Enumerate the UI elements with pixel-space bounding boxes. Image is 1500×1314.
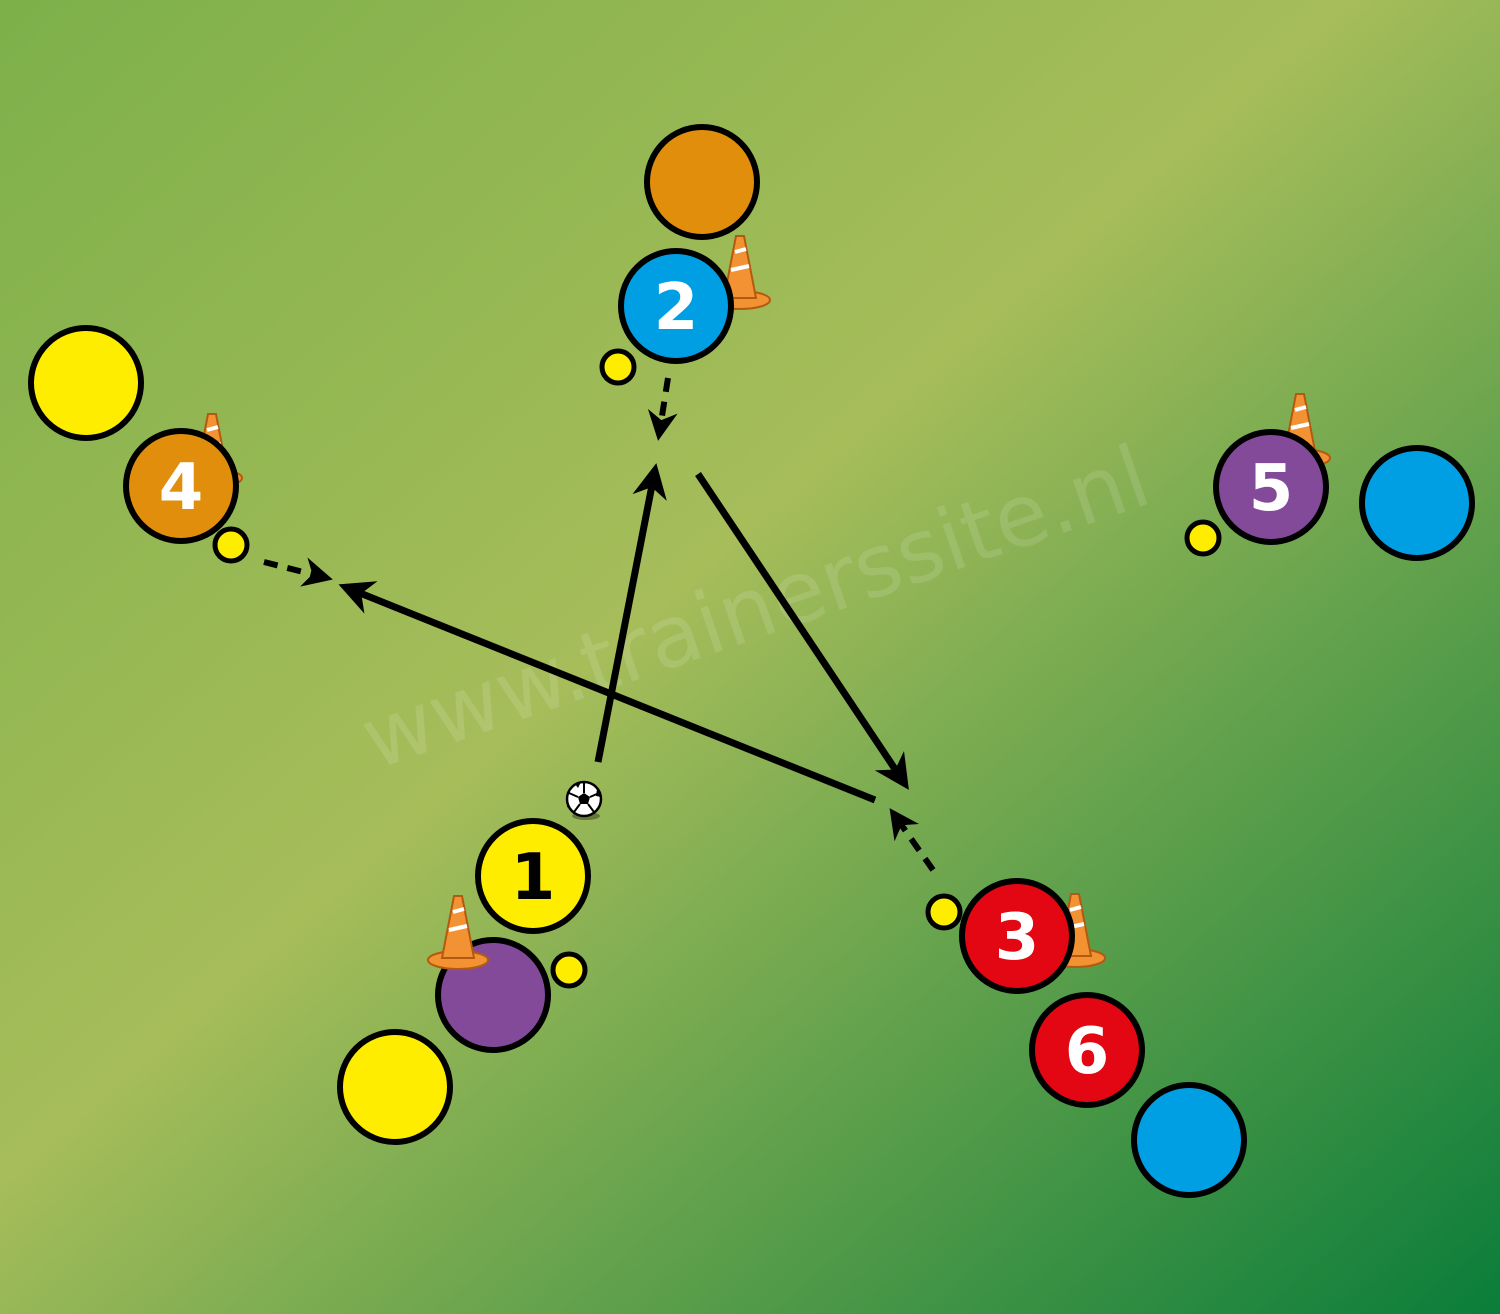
player-1-number: 1 xyxy=(511,841,556,915)
player-1: 1 xyxy=(475,818,591,934)
marker-dot xyxy=(599,348,637,386)
player-2: 2 xyxy=(618,248,734,364)
run-arrow-4 xyxy=(263,557,333,587)
player-4: 4 xyxy=(123,428,239,544)
pass-arrow-3-to-4 xyxy=(338,581,877,804)
player-3-number: 3 xyxy=(995,901,1040,975)
player-5-number: 5 xyxy=(1249,452,1294,526)
marker-dot xyxy=(212,526,250,564)
waiting-player-blue-bottom xyxy=(1131,1082,1247,1198)
run-arrow-3 xyxy=(889,808,936,872)
pass-arrow-1-to-2 xyxy=(594,463,667,763)
marker-dot xyxy=(925,893,963,931)
marker-dot xyxy=(550,951,588,989)
run-arrow-2 xyxy=(647,377,678,441)
waiting-player-blue-right xyxy=(1359,445,1475,561)
player-6-number: 6 xyxy=(1065,1015,1110,1089)
waiting-player-yellow-left xyxy=(28,325,144,441)
player-3: 3 xyxy=(959,878,1075,994)
player-4-number: 4 xyxy=(159,451,204,525)
player-6: 6 xyxy=(1029,992,1145,1108)
soccer-ball-icon xyxy=(565,780,603,820)
player-5: 5 xyxy=(1213,429,1329,545)
marker-dot xyxy=(1184,519,1222,557)
player-2-number: 2 xyxy=(654,271,699,345)
pass-arrow-2-to-3 xyxy=(695,472,909,790)
waiting-player-yellow-bottom xyxy=(337,1029,453,1145)
waiting-player-orange xyxy=(644,124,760,240)
